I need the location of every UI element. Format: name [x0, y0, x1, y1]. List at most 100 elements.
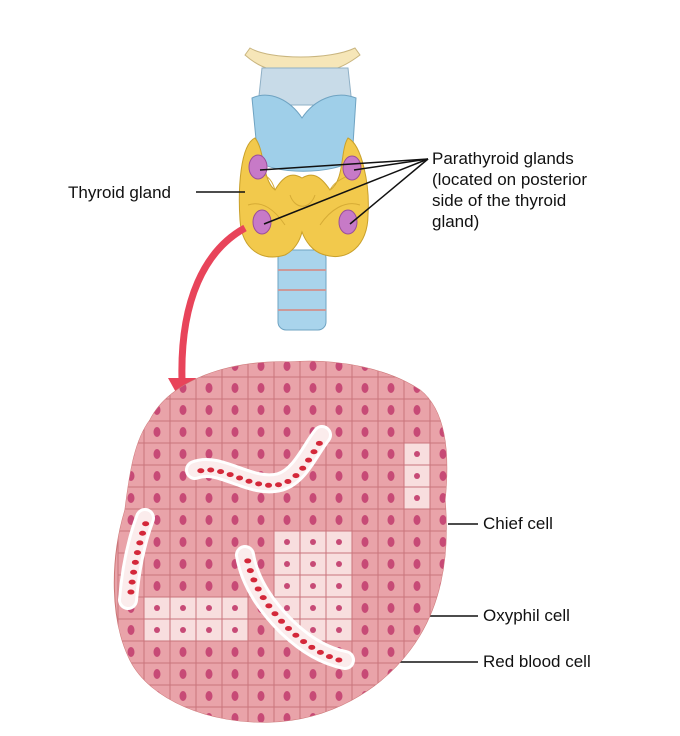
parathyroid-label-line: Parathyroid glands — [432, 149, 574, 168]
nucleus — [466, 537, 473, 547]
nucleus — [231, 427, 239, 437]
chief-cell — [352, 729, 378, 736]
chief-cell — [143, 376, 171, 400]
nucleus — [309, 669, 317, 679]
chief-cell — [456, 707, 482, 729]
nucleus — [466, 603, 473, 613]
nucleus — [466, 581, 473, 591]
nucleus — [387, 493, 395, 503]
chief-cell — [456, 399, 482, 421]
parathyroid-label-line: gland) — [432, 212, 480, 231]
nucleus — [127, 361, 135, 371]
nucleus — [336, 539, 342, 545]
thyroid-cartilage — [251, 94, 357, 172]
nucleus — [283, 427, 291, 437]
nucleus — [257, 691, 265, 701]
chief-cell — [456, 443, 482, 465]
nucleus — [439, 405, 447, 415]
nucleus — [205, 493, 213, 503]
nucleus — [439, 647, 447, 657]
chief-cell — [403, 662, 431, 686]
parathyroid-label-line: side of the thyroid — [432, 191, 567, 210]
nucleus — [154, 627, 160, 633]
nucleus — [387, 361, 395, 371]
chief-cell — [117, 376, 145, 400]
nucleus — [413, 713, 421, 723]
chief-cell — [429, 361, 447, 378]
nucleus — [361, 625, 369, 635]
nucleus — [439, 383, 447, 393]
nucleus — [283, 493, 291, 503]
chief-cell — [377, 361, 405, 378]
nucleus — [439, 427, 447, 437]
nucleus — [179, 647, 187, 657]
nucleus — [127, 713, 135, 723]
nucleus — [179, 537, 187, 547]
red-blood-cell — [310, 449, 318, 455]
nucleus — [179, 713, 187, 723]
nucleus — [439, 449, 447, 459]
nucleus — [336, 627, 342, 633]
red-blood-cell — [325, 654, 333, 660]
nucleus — [283, 361, 291, 371]
nucleus — [257, 537, 265, 547]
oxyphil-cell-label: Oxyphil cell — [483, 606, 570, 625]
nucleus — [439, 625, 447, 635]
nucleus — [309, 691, 317, 701]
nucleus — [283, 691, 291, 701]
nucleus — [361, 471, 369, 481]
nucleus — [309, 515, 317, 525]
red-blood-cell — [292, 473, 300, 479]
nucleus — [413, 647, 421, 657]
nucleus — [283, 669, 291, 679]
nucleus — [414, 473, 420, 479]
red-blood-cell — [335, 657, 343, 663]
chief-cell — [274, 729, 300, 736]
nucleus — [466, 691, 473, 701]
nucleus — [127, 669, 135, 679]
thyroid-gland — [238, 137, 369, 258]
nucleus — [127, 515, 135, 525]
nucleus — [336, 561, 342, 567]
nucleus — [466, 669, 473, 679]
nucleus — [466, 625, 473, 635]
chief-cell — [456, 663, 482, 685]
nucleus — [309, 713, 317, 723]
nucleus — [179, 449, 187, 459]
nucleus — [466, 405, 473, 415]
red-blood-cell — [236, 475, 244, 481]
nucleus — [466, 647, 473, 657]
nucleus — [335, 427, 343, 437]
nucleus — [153, 449, 161, 459]
chief-cell — [404, 729, 430, 736]
nucleus — [179, 515, 187, 525]
nucleus — [205, 537, 213, 547]
nucleus — [205, 449, 213, 459]
chief-cell — [403, 640, 431, 664]
nucleus — [206, 605, 212, 611]
nucleus — [153, 669, 161, 679]
red-blood-cell — [315, 440, 323, 446]
chief-cell — [248, 729, 274, 736]
nucleus — [439, 691, 447, 701]
nucleus — [439, 493, 447, 503]
capillary-lumen — [188, 428, 329, 491]
nucleus — [257, 559, 265, 569]
nucleus — [179, 427, 187, 437]
parathyroid-label-line: (located on posterior — [432, 170, 587, 189]
chief-cell — [117, 420, 145, 444]
chief-cell — [403, 361, 431, 378]
nucleus — [361, 581, 369, 591]
nucleus — [439, 471, 447, 481]
nucleus — [361, 383, 369, 393]
nucleus — [336, 583, 342, 589]
nucleus — [361, 405, 369, 415]
nucleus — [413, 537, 421, 547]
nucleus — [310, 627, 316, 633]
nucleus — [231, 515, 239, 525]
red-blood-cell — [133, 550, 141, 556]
nucleus — [257, 647, 265, 657]
nucleus — [205, 383, 213, 393]
nucleus — [153, 493, 161, 503]
